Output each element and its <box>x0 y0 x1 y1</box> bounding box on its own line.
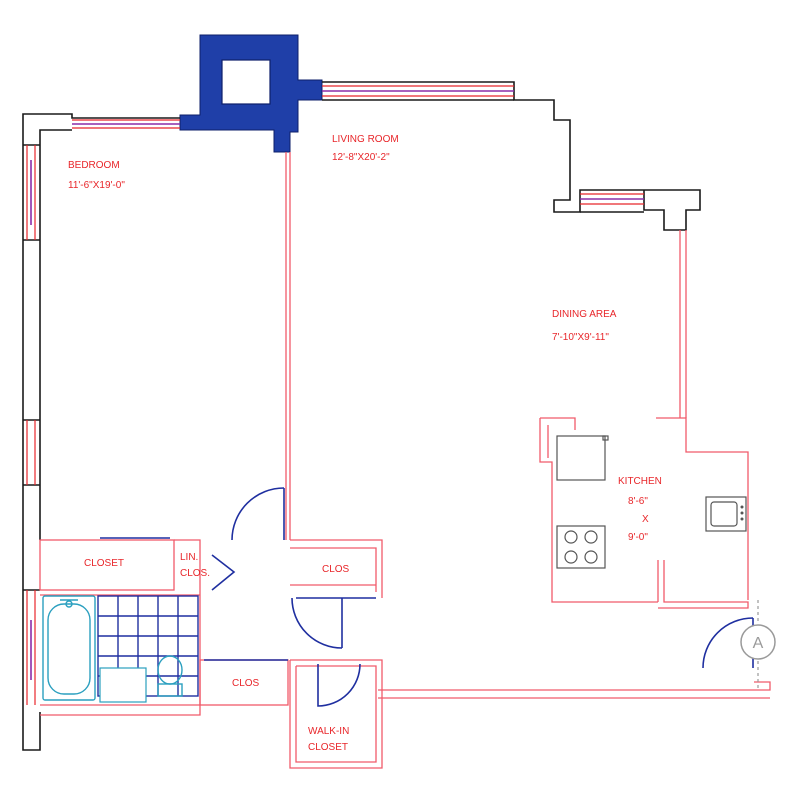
stove-icon <box>556 525 606 569</box>
kitchen-dims-1: 8'-6" <box>628 496 648 507</box>
bedroom-name: BEDROOM <box>68 160 120 171</box>
exterior-walls <box>22 81 701 751</box>
linen-closet-line2: CLOS. <box>180 568 210 579</box>
clos-entry-label: CLOS <box>322 564 350 575</box>
column-icon <box>179 34 323 153</box>
bedroom-dims: 11'-6"X19'-0" <box>68 180 125 191</box>
interior-walls <box>39 152 771 769</box>
bathtub-icon <box>42 595 96 701</box>
dining-area-name: DINING AREA <box>552 309 617 320</box>
window-top-left <box>72 119 180 129</box>
walk-in-closet-line2: CLOSET <box>308 742 348 753</box>
window-top-right <box>322 85 514 97</box>
kitchen-name: KITCHEN <box>618 476 662 487</box>
linen-closet-line1: LIN. <box>180 552 198 563</box>
closet-label: CLOSET <box>84 558 124 569</box>
window-dining <box>580 193 644 205</box>
window-left-middle <box>26 420 36 485</box>
bathroom-tile-grid <box>97 595 199 703</box>
door-swing-icon <box>100 487 754 707</box>
section-marker-letter: A <box>753 635 764 652</box>
section-marker: A <box>740 600 776 690</box>
living-room-name: LIVING ROOM <box>332 134 399 145</box>
toilet-icon <box>157 655 183 697</box>
kitchen-dims-3: 9'-0" <box>628 532 648 543</box>
living-room-dims: 12'-8"X20'-2" <box>332 152 390 163</box>
kitchen-dims-2: X <box>642 514 649 525</box>
window-left-lower <box>26 590 36 705</box>
window-left-upper <box>26 145 36 240</box>
walk-in-closet-line1: WALK-IN <box>308 726 349 737</box>
refrigerator-icon <box>556 435 609 481</box>
dining-area-dims: 7'-10"X9'-11" <box>552 332 609 343</box>
sink-icon <box>705 496 747 532</box>
clos-bath-label: CLOS <box>232 678 260 689</box>
